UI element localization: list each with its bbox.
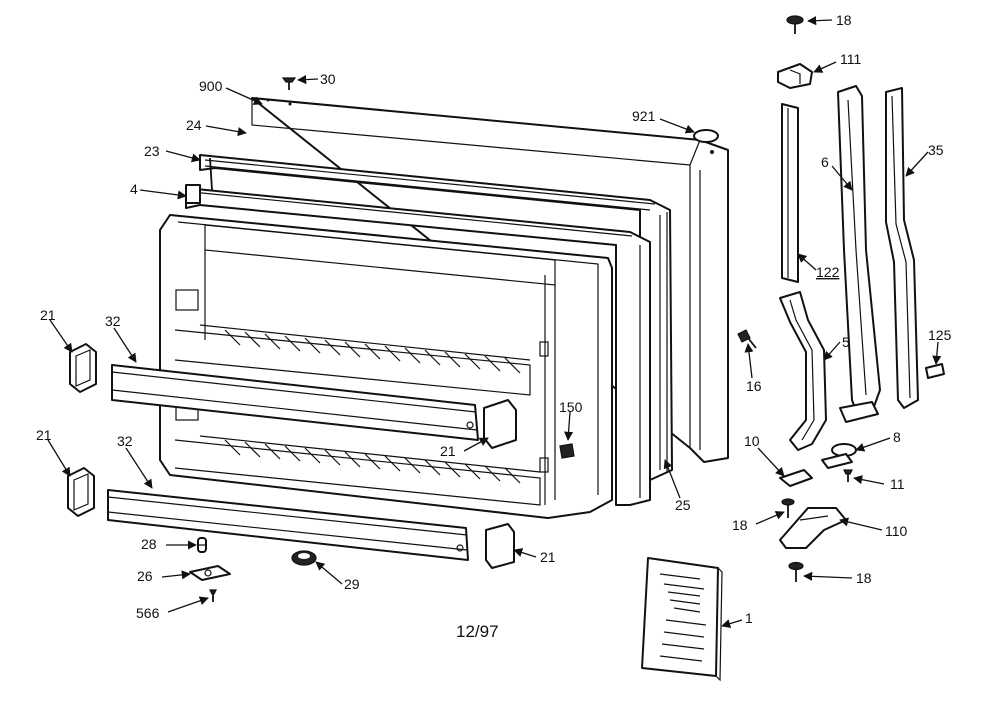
- screw-30: [281, 77, 297, 90]
- plug-921: [693, 129, 719, 143]
- label-4: 4: [130, 181, 138, 197]
- label-111: 111: [840, 51, 861, 67]
- screw-16: [737, 329, 757, 349]
- hinge-cap-111: [777, 63, 813, 89]
- label-921: 921: [632, 108, 656, 124]
- label-35: 35: [928, 142, 944, 158]
- leader-lines: [47, 16, 942, 629]
- label-30: 30: [320, 71, 336, 87]
- label-900: 900: [199, 78, 223, 94]
- screw-11: [843, 469, 853, 482]
- handle-6: [837, 85, 881, 423]
- label-150: 150: [559, 399, 583, 415]
- label-8: 8: [893, 429, 901, 445]
- label-21-upper-right: 21: [440, 443, 456, 459]
- label-23: 23: [144, 143, 160, 159]
- clip-125: [925, 363, 945, 379]
- trim-35: [885, 87, 919, 409]
- label-21-left-upper: 21: [40, 307, 56, 323]
- label-5: 5: [842, 334, 850, 350]
- label-16: 16: [746, 378, 762, 394]
- screw-18-bottom: [788, 561, 804, 582]
- label-125: 125: [928, 327, 952, 343]
- bracket-10: [779, 469, 813, 487]
- end-cap-lower-right: [485, 523, 515, 569]
- label-1: 1: [745, 610, 753, 626]
- label-6: 6: [821, 154, 829, 170]
- label-25: 25: [675, 497, 691, 513]
- shelf-bar-lower: [107, 489, 469, 561]
- gasket-button-29: [291, 550, 317, 566]
- label-24: 24: [186, 117, 202, 133]
- washer-8: [821, 443, 857, 469]
- owners-manual: [641, 557, 723, 682]
- label-32-lower: 32: [117, 433, 133, 449]
- part-labels: 18 111 30 900 921 24 23 35 6 4 122 21 32…: [36, 12, 952, 641]
- breaker-strip: [185, 184, 651, 506]
- hinge-bracket-5: [779, 291, 827, 451]
- label-29: 29: [344, 576, 360, 592]
- label-32-upper: 32: [105, 313, 121, 329]
- label-21-left-lower: 21: [36, 427, 52, 443]
- end-cap-left-lower: [67, 467, 95, 517]
- label-21-lower-right: 21: [540, 549, 556, 565]
- hinge-110: [779, 507, 847, 549]
- label-110: 110: [885, 523, 908, 539]
- label-18-bottom: 18: [856, 570, 872, 586]
- end-cap-left-upper: [69, 343, 97, 393]
- pin-28: [197, 537, 207, 553]
- label-10: 10: [744, 433, 760, 449]
- bracket-26: [189, 565, 231, 581]
- label-26: 26: [137, 568, 153, 584]
- label-18-mid: 18: [732, 517, 748, 533]
- pin-18-mid: [781, 498, 795, 518]
- date-code: 12/97: [456, 622, 499, 641]
- label-28: 28: [141, 536, 157, 552]
- shelf-bar-upper: [111, 364, 479, 441]
- label-566: 566: [136, 605, 160, 621]
- part-150: [559, 443, 575, 459]
- label-18-top: 18: [836, 12, 852, 28]
- end-cap-upper-right: [483, 399, 517, 449]
- label-122: 122: [816, 264, 840, 280]
- label-11: 11: [890, 476, 905, 492]
- screw-566: [209, 589, 217, 602]
- rail-122: [781, 103, 799, 283]
- screw-18-top: [786, 15, 804, 34]
- door-liner: [159, 214, 613, 519]
